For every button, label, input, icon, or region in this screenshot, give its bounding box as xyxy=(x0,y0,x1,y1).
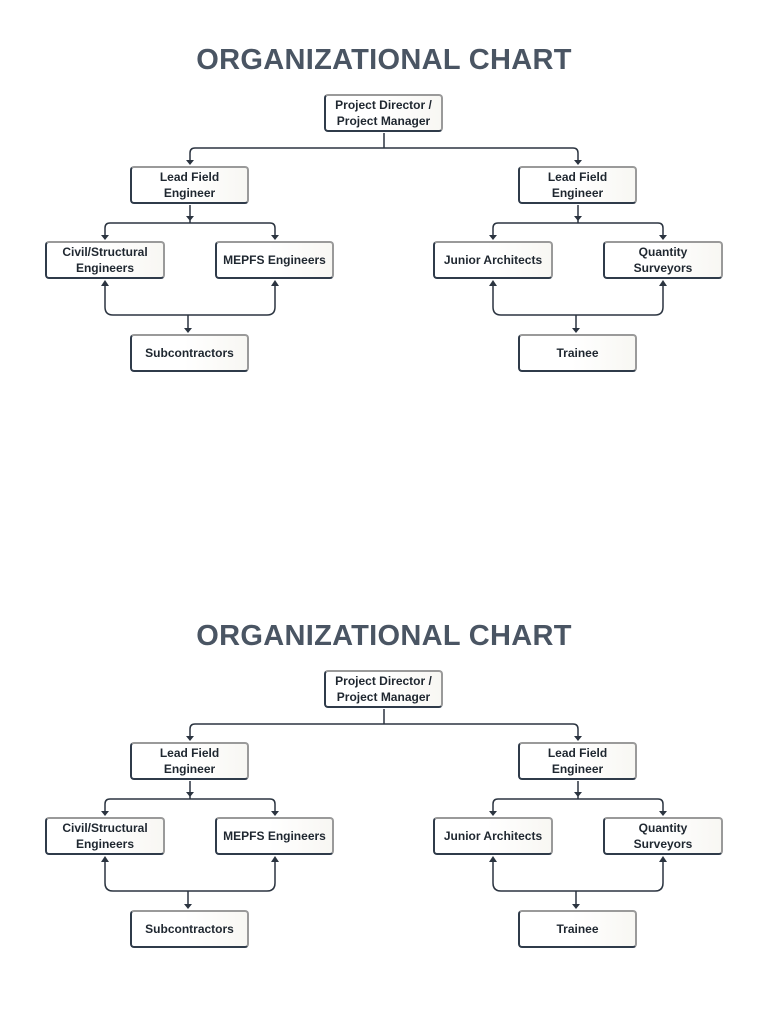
arrow-icon xyxy=(659,280,667,286)
node-label: Project Director / Project Manager xyxy=(335,98,432,128)
arrow-icon xyxy=(489,811,497,816)
edge-right-to-trainee xyxy=(492,862,664,904)
arrow-icon xyxy=(101,235,109,240)
arrow-icon xyxy=(574,736,582,741)
arrow-icon xyxy=(101,856,109,862)
arrow-icon xyxy=(186,216,194,221)
node-project-director: Project Director / Project Manager xyxy=(324,94,443,132)
arrow-icon xyxy=(184,904,192,909)
arrow-icon xyxy=(659,235,667,240)
arrow-icon xyxy=(489,856,497,862)
node-label: Subcontractors xyxy=(145,346,234,360)
arrow-icon xyxy=(271,280,279,286)
node-trainee: Trainee xyxy=(518,910,637,948)
chart-title: ORGANIZATIONAL CHART xyxy=(196,620,572,652)
node-civil-structural-engineers: Civil/Structural Engineers xyxy=(45,241,165,279)
node-label: Subcontractors xyxy=(145,922,234,936)
arrow-icon xyxy=(574,160,582,165)
edge-left-to-sub xyxy=(104,862,276,904)
node-label: Lead Field Engineer xyxy=(159,170,220,200)
node-trainee: Trainee xyxy=(518,334,637,372)
edge-director-leads xyxy=(189,133,579,160)
node-lead-field-engineer-left: Lead Field Engineer xyxy=(130,742,249,780)
node-junior-architects: Junior Architects xyxy=(433,241,553,279)
arrow-icon xyxy=(574,216,582,221)
arrow-icon xyxy=(101,811,109,816)
node-label: Quantity Surveyors xyxy=(633,245,693,275)
arrow-icon xyxy=(186,160,194,165)
arrow-icon xyxy=(489,280,497,286)
node-label: Civil/Structural Engineers xyxy=(62,245,148,275)
arrow-icon xyxy=(271,856,279,862)
connector-lines xyxy=(101,709,667,909)
node-subcontractors: Subcontractors xyxy=(130,334,249,372)
node-label: Civil/Structural Engineers xyxy=(62,821,148,851)
node-mepfs-engineers: MEPFS Engineers xyxy=(215,241,334,279)
org-chart-bottom: ORGANIZATIONAL CHART Project Director / … xyxy=(0,616,768,996)
node-label: Junior Architects xyxy=(443,829,543,843)
node-label: MEPFS Engineers xyxy=(223,829,326,843)
node-lead-field-engineer-right: Lead Field Engineer xyxy=(518,166,637,204)
node-civil-structural-engineers: Civil/Structural Engineers xyxy=(45,817,165,855)
node-label: Lead Field Engineer xyxy=(159,746,220,776)
node-junior-architects: Junior Architects xyxy=(433,817,553,855)
arrow-icon xyxy=(271,811,279,816)
arrow-icon xyxy=(659,811,667,816)
node-subcontractors: Subcontractors xyxy=(130,910,249,948)
arrow-icon xyxy=(572,328,580,333)
arrow-icon xyxy=(271,235,279,240)
node-mepfs-engineers: MEPFS Engineers xyxy=(215,817,334,855)
arrow-icon xyxy=(101,280,109,286)
arrow-icon xyxy=(186,736,194,741)
node-quantity-surveyors: Quantity Surveyors xyxy=(603,817,723,855)
node-label: Quantity Surveyors xyxy=(633,821,693,851)
node-lead-field-engineer-right: Lead Field Engineer xyxy=(518,742,637,780)
org-chart-top: ORGANIZATIONAL CHART Project Director / … xyxy=(0,40,768,420)
node-label: Lead Field Engineer xyxy=(547,170,608,200)
node-lead-field-engineer-left: Lead Field Engineer xyxy=(130,166,249,204)
node-label: Trainee xyxy=(556,922,599,936)
edge-director-leads xyxy=(189,709,579,736)
node-label: Lead Field Engineer xyxy=(547,746,608,776)
arrow-icon xyxy=(184,328,192,333)
arrow-icon xyxy=(574,792,582,797)
node-label: Trainee xyxy=(556,346,599,360)
node-quantity-surveyors: Quantity Surveyors xyxy=(603,241,723,279)
node-project-director: Project Director / Project Manager xyxy=(324,670,443,708)
edge-right-to-trainee xyxy=(492,286,664,328)
arrow-icon xyxy=(572,904,580,909)
edge-left-to-sub xyxy=(104,286,276,328)
chart-title: ORGANIZATIONAL CHART xyxy=(196,44,572,76)
arrow-icon xyxy=(659,856,667,862)
node-label: Project Director / Project Manager xyxy=(335,674,432,704)
arrow-icon xyxy=(489,235,497,240)
node-label: MEPFS Engineers xyxy=(223,253,326,267)
arrow-icon xyxy=(186,792,194,797)
connector-lines xyxy=(101,133,667,333)
node-label: Junior Architects xyxy=(443,253,543,267)
